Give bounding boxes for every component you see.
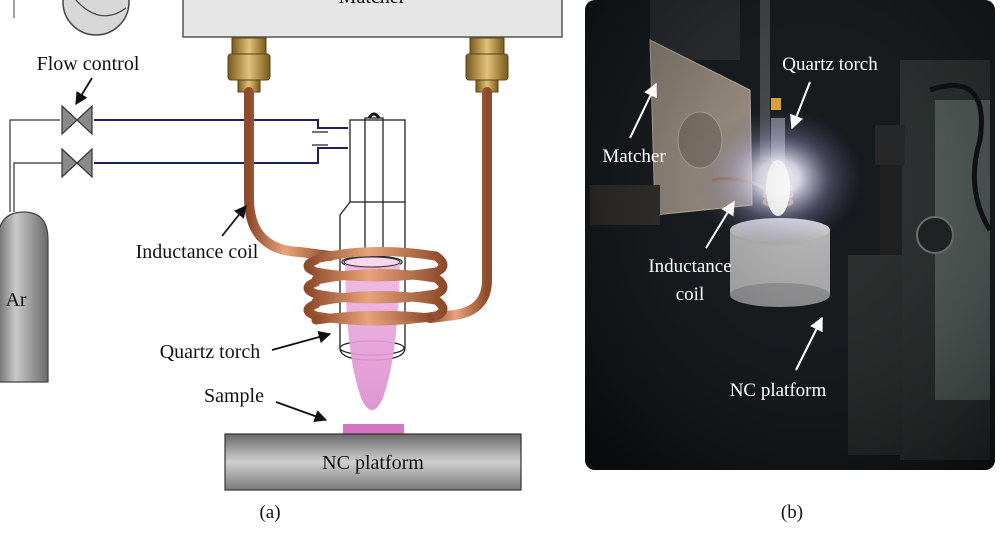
flow-control-label: Flow control xyxy=(37,53,140,75)
brass-connector-left xyxy=(227,37,271,93)
nc-platform: NC platform xyxy=(224,433,522,491)
photo-platform-arrow xyxy=(795,316,823,371)
sample-arrow xyxy=(275,401,328,423)
brass-connector-right xyxy=(465,37,509,93)
photo-inductance-label-line1: Inductance xyxy=(648,256,731,277)
caption-a: (a) xyxy=(259,502,280,523)
photo-quartz-torch-label: Quartz torch xyxy=(782,54,878,75)
argon-cylinder: Ar xyxy=(0,211,49,383)
valve-upper xyxy=(61,104,93,136)
matcher-label: Matcher xyxy=(339,0,406,8)
flow-control-arrow xyxy=(75,77,93,106)
gas-lines xyxy=(9,119,348,212)
photo-inductance-arrow xyxy=(705,200,735,249)
plasma-plume xyxy=(345,262,400,410)
photo-quartz-torch-arrow xyxy=(790,81,811,130)
photo-vignette xyxy=(585,0,995,470)
nc-platform-label: NC platform xyxy=(322,452,424,474)
panel-b-photo: Quartz torch Matcher Inductance coil NC … xyxy=(585,0,995,523)
quartz-torch xyxy=(339,112,406,361)
quartz-torch-arrow xyxy=(271,330,332,351)
valve-lower xyxy=(61,147,93,179)
pressure-gauge xyxy=(13,0,130,36)
panel-a-schematic: Matcher Flow control xyxy=(0,0,563,523)
inductance-coil-arrow xyxy=(221,205,247,237)
sample xyxy=(343,424,404,434)
gas-cylinder-label: Ar xyxy=(5,289,26,311)
quartz-torch-label: Quartz torch xyxy=(160,341,261,363)
caption-b: (b) xyxy=(781,502,803,523)
plasma-top xyxy=(343,256,401,268)
inductance-coil-label: Inductance coil xyxy=(136,241,259,263)
copper-tube-right xyxy=(425,87,492,323)
sample-label: Sample xyxy=(204,385,264,407)
inductance-coil xyxy=(303,246,448,326)
photo-matcher-label: Matcher xyxy=(602,146,666,167)
photo-matcher-arrow xyxy=(629,82,657,139)
photo-inductance-label-line2: coil xyxy=(676,284,705,305)
photo-platform-label: NC platform xyxy=(730,380,827,401)
copper-tube-left xyxy=(244,87,335,261)
matcher-box: Matcher xyxy=(182,0,563,38)
